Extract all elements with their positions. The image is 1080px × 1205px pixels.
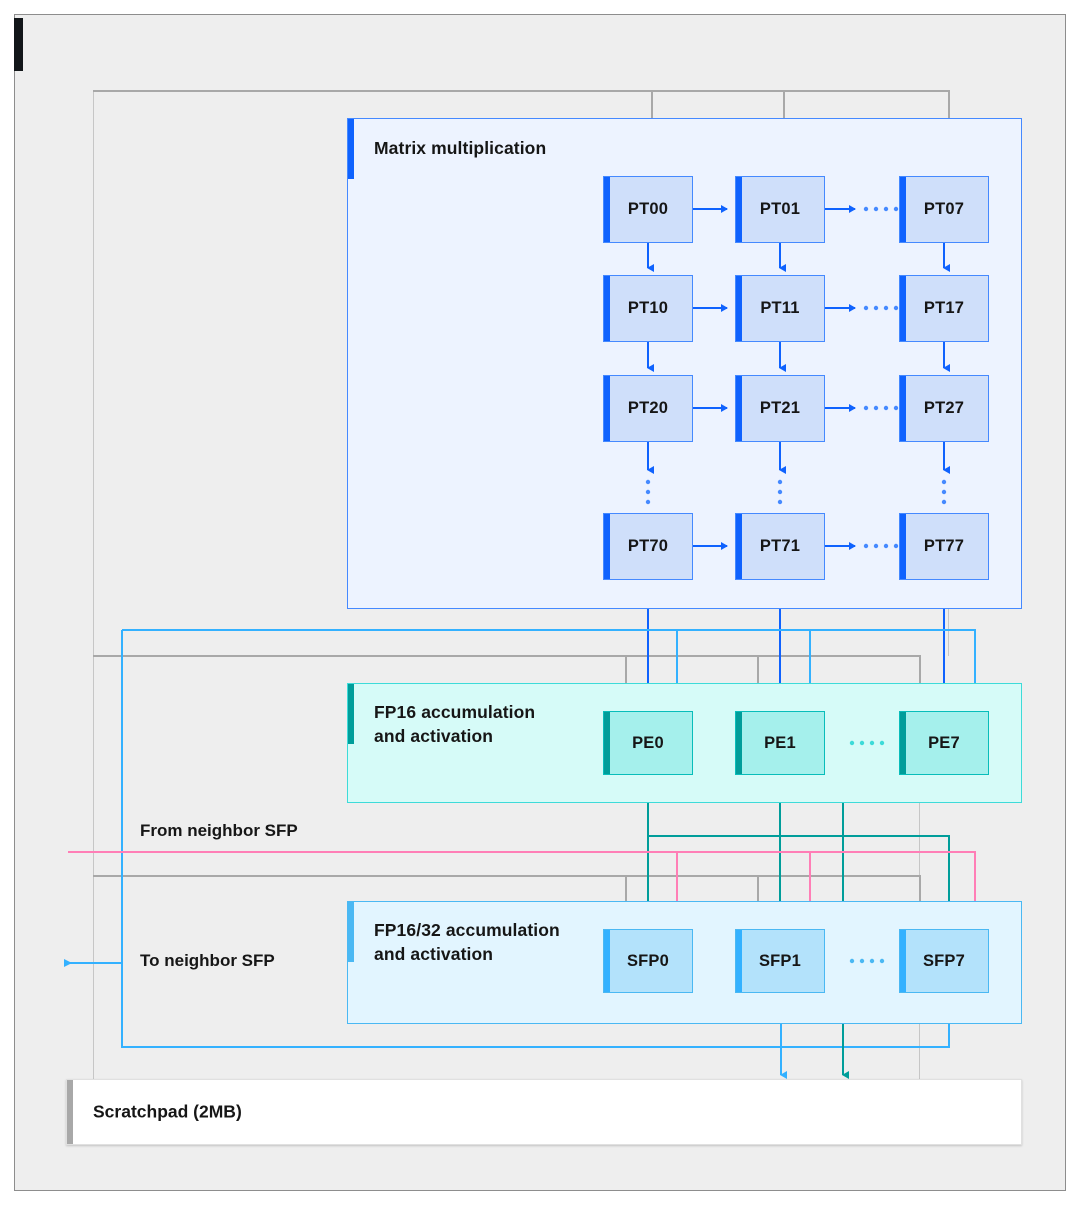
scratchpad-label: Scratchpad (2MB) — [93, 1101, 242, 1122]
unit-label: PE1 — [764, 733, 796, 752]
unit-label: SFP1 — [758, 951, 802, 970]
unit-label: PT17 — [923, 299, 965, 317]
unit-sfp7[interactable]: SFP7 — [899, 929, 989, 993]
unit-accent — [900, 514, 906, 579]
fp1632-accumulation-title: FP16/32 accumulation and activation — [374, 920, 560, 964]
unit-accent — [604, 276, 610, 341]
unit-pt00[interactable]: PT00 — [603, 176, 693, 243]
unit-pt17[interactable]: PT17 — [899, 275, 989, 342]
unit-accent — [900, 376, 906, 441]
fp1632-accumulation-accent — [348, 902, 354, 962]
unit-accent — [604, 376, 610, 441]
unit-label: SFP0 — [626, 951, 670, 970]
unit-accent — [736, 514, 742, 579]
unit-label: PT10 — [627, 299, 669, 317]
unit-accent — [604, 930, 610, 992]
wire-sfp-ellipsis — [849, 958, 885, 964]
unit-accent — [736, 712, 742, 774]
unit-pe1[interactable]: PE1 — [735, 711, 825, 775]
unit-pt01[interactable]: PT01 — [735, 176, 825, 243]
unit-label: PT77 — [923, 537, 965, 555]
wire-pe-ellipsis — [849, 740, 885, 746]
unit-sfp0[interactable]: SFP0 — [603, 929, 693, 993]
unit-pt20[interactable]: PT20 — [603, 375, 693, 442]
unit-pt71[interactable]: PT71 — [735, 513, 825, 580]
unit-accent — [604, 514, 610, 579]
unit-accent — [736, 177, 742, 242]
unit-label: SFP7 — [922, 951, 966, 970]
scratchpad-box[interactable]: Scratchpad (2MB) — [66, 1079, 1022, 1145]
unit-label: PT21 — [759, 399, 801, 417]
label-from-neighbor-sfp: From neighbor SFP — [140, 821, 298, 840]
unit-label: PT71 — [759, 537, 801, 555]
unit-label: PT27 — [923, 399, 965, 417]
unit-label: PT07 — [923, 200, 965, 218]
unit-label: PT01 — [759, 200, 801, 218]
unit-accent — [736, 376, 742, 441]
wire-pt-horizontal — [693, 205, 856, 550]
unit-label: PE7 — [928, 733, 960, 752]
wire-pt-vertical — [647, 243, 950, 474]
unit-label: PT00 — [627, 200, 669, 218]
wire-pt-ellipsis — [863, 206, 899, 549]
unit-label: PT70 — [627, 537, 669, 555]
unit-accent — [736, 930, 742, 992]
wire-pt-vertical-ellipsis — [645, 479, 947, 505]
unit-accent — [900, 276, 906, 341]
matrix-multiplication-accent — [348, 119, 354, 179]
fp16-accumulation-title: FP16 accumulation and activation — [374, 702, 536, 746]
unit-label: PT20 — [627, 399, 669, 417]
unit-label: PT11 — [760, 299, 800, 317]
label-to-neighbor-sfp: To neighbor SFP — [140, 951, 275, 970]
unit-pt07[interactable]: PT07 — [899, 176, 989, 243]
unit-pt21[interactable]: PT21 — [735, 375, 825, 442]
unit-label: PE0 — [632, 733, 664, 752]
scratchpad-accent — [67, 1080, 73, 1144]
unit-accent — [604, 177, 610, 242]
fp16-accumulation-accent — [348, 684, 354, 744]
unit-pe7[interactable]: PE7 — [899, 711, 989, 775]
unit-accent — [900, 177, 906, 242]
unit-accent — [900, 712, 906, 774]
unit-pt11[interactable]: PT11 — [735, 275, 825, 342]
unit-accent — [604, 712, 610, 774]
unit-pt70[interactable]: PT70 — [603, 513, 693, 580]
unit-accent — [900, 930, 906, 992]
unit-pt77[interactable]: PT77 — [899, 513, 989, 580]
unit-pe0[interactable]: PE0 — [603, 711, 693, 775]
card-accent-bar — [14, 18, 23, 71]
unit-pt27[interactable]: PT27 — [899, 375, 989, 442]
unit-sfp1[interactable]: SFP1 — [735, 929, 825, 993]
matrix-multiplication-title: Matrix multiplication — [374, 138, 547, 158]
unit-accent — [736, 276, 742, 341]
unit-pt10[interactable]: PT10 — [603, 275, 693, 342]
